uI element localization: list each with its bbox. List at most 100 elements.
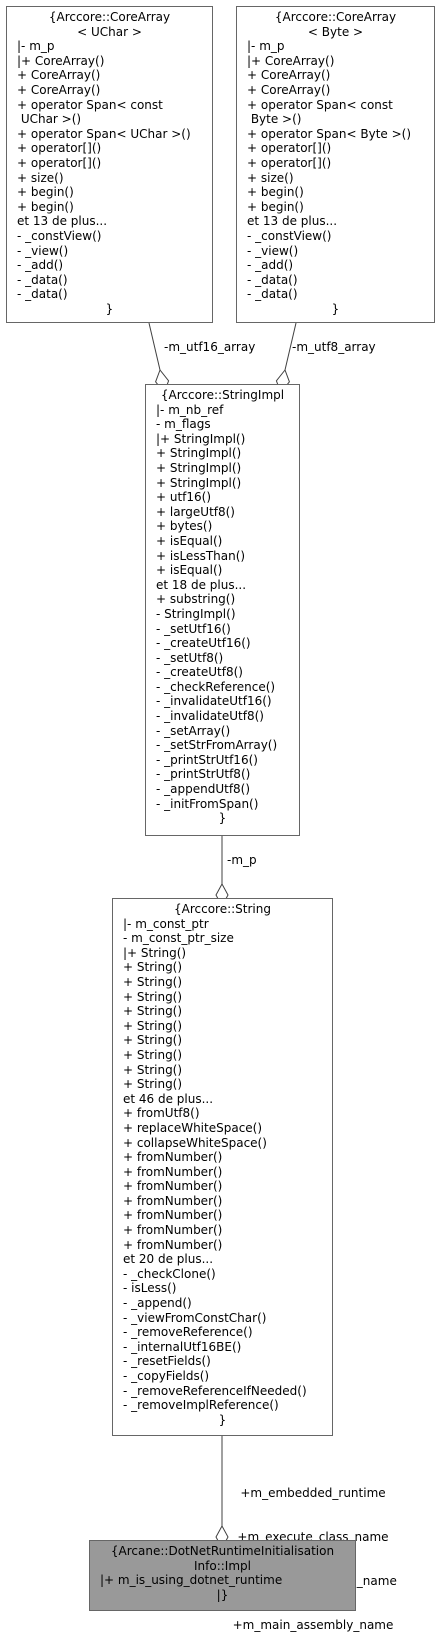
class-member: + fromNumber() — [123, 1223, 223, 1238]
edge-utf8-line — [284, 322, 297, 371]
member-list: |- m_nb_ref- m_flags|+ StringImpl() + Str… — [156, 403, 289, 812]
class-member: + fromNumber() — [123, 1179, 223, 1194]
class-member: - _removeReference() — [123, 1325, 253, 1340]
class-member: Byte >() — [247, 112, 302, 127]
class-close-brace: |} — [216, 1587, 229, 1602]
class-member: - _createUtf8() — [156, 665, 243, 680]
class-member: + collapseWhiteSpace() — [123, 1135, 267, 1150]
class-member: - _printStrUtf8() — [156, 767, 251, 782]
class-member: - _internalUtf16BE() — [123, 1339, 242, 1354]
class-member: + CoreArray() — [247, 68, 331, 83]
class-member: - _add() — [247, 258, 294, 273]
class-member: et 13 de plus... — [17, 214, 108, 229]
class-member: + operator Span< UChar >() — [17, 126, 191, 141]
edge-label-m-p: -m_p — [227, 853, 257, 867]
class-member: - _data() — [247, 272, 298, 287]
class-member: - _invalidateUtf16() — [156, 694, 272, 709]
class-member: + fromNumber() — [123, 1193, 223, 1208]
class-box-string[interactable]: {Arccore::String |- m_const_ptr- m_const… — [112, 898, 333, 1436]
class-member: - m_const_ptr_size — [123, 931, 234, 946]
class-title-line: Info::Impl — [194, 1558, 251, 1573]
class-member: - _removeImplReference() — [123, 1398, 279, 1413]
class-box-core-array-uchar[interactable]: {Arccore::CoreArray < UChar > |- m_p|+ C… — [6, 6, 213, 323]
class-member: - _copyFields() — [123, 1369, 210, 1383]
class-member: - _invalidateUtf8() — [156, 709, 264, 724]
class-member: - _removeReferenceIfNeeded() — [123, 1383, 307, 1398]
class-member: + isEqual() — [156, 533, 223, 548]
class-member: + size() — [17, 170, 64, 185]
class-member: + fromUtf8() — [123, 1106, 200, 1121]
class-member: + isEqual() — [156, 563, 223, 578]
class-member: + String() — [123, 1033, 183, 1048]
class-member: et 18 de plus... — [156, 577, 247, 592]
class-member: + String() — [123, 960, 183, 975]
class-title-line: < UChar > — [77, 24, 142, 39]
class-member: + String() — [123, 989, 183, 1004]
class-member: + begin() — [247, 185, 304, 200]
class-member: - _initFromSpan() — [156, 796, 259, 811]
class-member: |+ CoreArray() — [247, 53, 335, 68]
class-member: + String() — [123, 1062, 183, 1077]
class-member: - _checkReference() — [156, 679, 276, 694]
class-member: - _data() — [17, 272, 68, 287]
class-member: + operator[]() — [17, 141, 102, 156]
class-member: - m_flags — [156, 417, 211, 432]
class-close-brace: } — [218, 811, 227, 826]
class-member: - _viewFromConstChar() — [123, 1310, 267, 1325]
class-member: - _constView() — [17, 228, 102, 243]
class-box-dotnet-runtime-impl[interactable]: {Arcane::DotNetRuntimeInitialisation Inf… — [89, 1540, 356, 1611]
class-member: + String() — [123, 1018, 183, 1033]
member-list: |+ m_is_using_dotnet_runtime — [100, 1573, 345, 1588]
class-member: + isLessThan() — [156, 548, 246, 563]
class-member: + String() — [123, 974, 183, 989]
class-member: - _setArray() — [156, 723, 231, 738]
class-member: - _add() — [17, 258, 64, 273]
class-member: + fromNumber() — [123, 1237, 223, 1252]
class-member: + CoreArray() — [247, 82, 331, 97]
class-title-line: {Arccore::String — [173, 902, 271, 916]
class-member: |- m_p — [17, 39, 55, 54]
class-member: + CoreArray() — [17, 68, 101, 83]
class-member: - _checkClone() — [123, 1266, 216, 1281]
class-member: |+ CoreArray() — [17, 53, 105, 68]
class-member: - _setUtf16() — [156, 621, 231, 636]
class-member: - _setUtf8() — [156, 650, 224, 665]
class-member: - _append() — [123, 1296, 192, 1311]
class-member: et 13 de plus... — [247, 214, 338, 229]
class-member: + String() — [123, 1077, 183, 1092]
class-close-brace: } — [331, 301, 340, 316]
class-member: + largeUtf8() — [156, 504, 235, 519]
class-member: - _resetFields() — [123, 1354, 211, 1369]
class-member: + fromNumber() — [123, 1150, 223, 1165]
member-list: |- m_p|+ CoreArray()+ CoreArray()+ CoreA… — [247, 39, 424, 302]
class-member: + bytes() — [156, 519, 213, 534]
class-member: |- m_nb_ref — [156, 402, 224, 417]
class-member: - _createUtf16() — [156, 636, 251, 651]
class-member: + utf16() — [156, 490, 212, 505]
class-member: - StringImpl() — [156, 606, 236, 621]
class-member: et 46 de plus... — [123, 1091, 214, 1106]
class-close-brace: } — [105, 301, 114, 316]
class-member: + operator Span< Byte >() — [247, 126, 412, 141]
class-box-string-impl[interactable]: {Arccore::StringImpl |- m_nb_ref- m_flag… — [145, 384, 300, 836]
edge-label-line: +m_embedded_runtime — [240, 1486, 386, 1501]
class-member: |+ m_is_using_dotnet_runtime — [100, 1573, 283, 1588]
class-member: - isLess() — [123, 1281, 177, 1296]
member-list: |- m_p|+ CoreArray()+ CoreArray()+ CoreA… — [17, 39, 202, 302]
class-member: + String() — [123, 1047, 183, 1062]
class-box-core-array-byte[interactable]: {Arccore::CoreArray < Byte > |- m_p|+ Co… — [236, 6, 435, 323]
class-member: - _appendUtf8() — [156, 782, 251, 797]
edge-label-utf8-array: -m_utf8_array — [292, 340, 376, 354]
class-member: |+ StringImpl() — [156, 431, 246, 446]
class-title-line: < Byte > — [307, 24, 364, 39]
class-member: + fromNumber() — [123, 1208, 223, 1223]
class-member: + substring() — [156, 592, 236, 607]
class-member: - _setStrFromArray() — [156, 738, 278, 753]
class-member: + operator[]() — [247, 155, 332, 170]
member-list: |- m_const_ptr- m_const_ptr_size|+ Strin… — [123, 917, 322, 1413]
class-member: |- m_p — [247, 39, 285, 54]
class-member: + String() — [123, 1004, 183, 1019]
class-member: + StringImpl() — [156, 475, 242, 490]
class-member: - _printStrUtf16() — [156, 752, 258, 767]
class-member: + StringImpl() — [156, 460, 242, 475]
